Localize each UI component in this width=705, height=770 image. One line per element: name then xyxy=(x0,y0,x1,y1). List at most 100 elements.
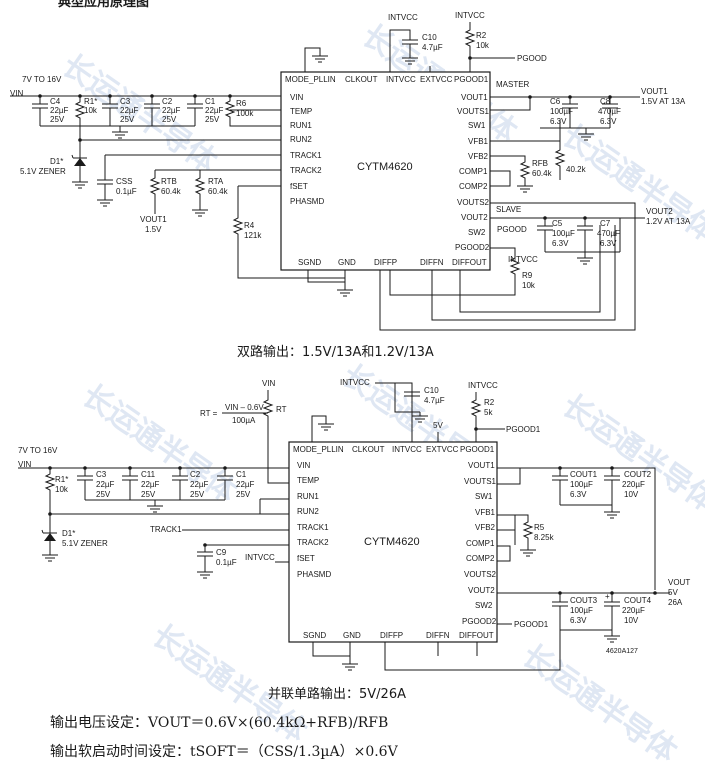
capacitor-c1: C1 22µF 25V xyxy=(187,96,224,126)
pin-label: EXTVCC xyxy=(420,75,453,84)
svg-text:1.5V AT 13A: 1.5V AT 13A xyxy=(641,97,686,106)
svg-text:5V: 5V xyxy=(668,588,678,597)
svg-text:220µF: 220µF xyxy=(622,606,645,615)
resistor-r1: R1* 10k xyxy=(74,96,98,150)
svg-text:C8: C8 xyxy=(600,97,611,106)
svg-text:25V: 25V xyxy=(141,490,156,499)
svg-text:C4: C4 xyxy=(50,97,61,106)
vout-formula: 输出电压设定：VOUT＝0.6V×(60.4kΩ+RFB)/RFB xyxy=(50,715,388,731)
resistor-r4-value: 121k xyxy=(244,231,262,240)
pgood-network-1: INTVCC R2 10k PGOOD xyxy=(455,11,547,72)
input-network-1: 7V TO 16V VIN C4 22µF 25V R1* 10k xyxy=(10,75,345,279)
svg-text:VIN – 0.6V: VIN – 0.6V xyxy=(225,403,264,412)
svg-text:R2: R2 xyxy=(476,31,487,40)
svg-text:COUT1: COUT1 xyxy=(570,470,598,479)
svg-text:100k: 100k xyxy=(236,109,254,118)
pin-label: VOUT1 xyxy=(468,461,495,470)
svg-text:VIN: VIN xyxy=(18,460,32,469)
svg-text:R2: R2 xyxy=(484,398,495,407)
svg-text:SLAVE: SLAVE xyxy=(496,205,521,214)
intvcc-network-1: INTVCC C10 4.7µF xyxy=(388,13,443,72)
chip-body xyxy=(280,71,491,271)
pin-label: VIN xyxy=(290,93,304,102)
svg-text:100µF: 100µF xyxy=(570,480,593,489)
svg-text:4620A127: 4620A127 xyxy=(606,648,638,655)
svg-text:6.3V: 6.3V xyxy=(600,239,617,248)
svg-text:PGOOD1: PGOOD1 xyxy=(514,620,549,629)
svg-text:22µF: 22µF xyxy=(190,480,209,489)
pin-label: DIFFP xyxy=(374,258,397,267)
svg-text:R5: R5 xyxy=(534,523,545,532)
svg-text:100µF: 100µF xyxy=(570,606,593,615)
pin-label: DIFFOUT xyxy=(459,631,494,640)
capacitor-c3: C3 22µF 25V xyxy=(102,96,139,126)
svg-text:C6: C6 xyxy=(550,97,561,106)
vout1-ref-value: 1.5V xyxy=(145,225,162,234)
pin-label: RUN2 xyxy=(297,507,319,516)
svg-text:26A: 26A xyxy=(668,598,683,607)
svg-text:CSS: CSS xyxy=(116,177,132,186)
svg-text:25V: 25V xyxy=(50,115,65,124)
svg-text:40.2k: 40.2k xyxy=(566,165,587,174)
capacitor-c9-ref: C9 xyxy=(216,548,227,557)
resistor-r1-ref: R1* xyxy=(55,475,68,484)
svg-text:5k: 5k xyxy=(484,408,493,417)
resistor-rta-value: 60.4k xyxy=(208,187,229,196)
svg-text:INTVCC: INTVCC xyxy=(340,378,370,387)
pin-label: INTVCC xyxy=(386,75,416,84)
svg-text:25V: 25V xyxy=(190,490,205,499)
pin-label: RUN1 xyxy=(297,492,319,501)
pin-label: COMP1 xyxy=(466,539,495,548)
pin-label: PGOOD2 xyxy=(455,243,490,252)
svg-text:VOUT1: VOUT1 xyxy=(641,87,668,96)
pin-label: GND xyxy=(338,258,356,267)
svg-text:10V: 10V xyxy=(624,490,639,499)
svg-text:C3: C3 xyxy=(96,470,107,479)
svg-text:100µA: 100µA xyxy=(232,416,256,425)
svg-text:1.2V AT 13A: 1.2V AT 13A xyxy=(646,217,691,226)
input-voltage-label: 7V TO 16V xyxy=(22,75,62,84)
svg-text:INTVCC: INTVCC xyxy=(508,255,538,264)
circuit-1: CYTM4620 MODE_PLLIN VIN TEMP RUN1 RUN2 T… xyxy=(10,11,691,360)
pin-label: COMP1 xyxy=(459,167,488,176)
pin-label: VIN xyxy=(297,461,311,470)
pin-label: SGND xyxy=(298,258,321,267)
capacitor-c4: C4 22µF 25V xyxy=(32,96,69,126)
svg-text:5.1V ZENER: 5.1V ZENER xyxy=(20,167,66,176)
svg-text:470µF: 470µF xyxy=(598,107,621,116)
capacitor-c9-value: 0.1µF xyxy=(216,558,237,567)
svg-text:100µF: 100µF xyxy=(552,229,575,238)
svg-text:COUT2: COUT2 xyxy=(624,470,652,479)
resistor-rtb-value: 60.4k xyxy=(161,187,182,196)
tsoft-formula: 输出软启动时间设定：tSOFT＝（CSS/1.3µA）×0.6V xyxy=(50,744,399,760)
svg-text:COUT3: COUT3 xyxy=(570,596,598,605)
svg-text:C10: C10 xyxy=(424,386,439,395)
svg-text:25V: 25V xyxy=(96,490,111,499)
pin-label: VFB1 xyxy=(475,508,496,517)
pin-label: SW2 xyxy=(475,601,493,610)
pin-label: COMP2 xyxy=(459,182,488,191)
svg-text:4.7µF: 4.7µF xyxy=(422,43,443,52)
chip-body xyxy=(288,441,498,643)
svg-text:VOUT2: VOUT2 xyxy=(646,207,673,216)
svg-text:C1: C1 xyxy=(236,470,247,479)
svg-text:25V: 25V xyxy=(120,115,135,124)
capacitor-c2: C2 22µF 25V xyxy=(144,96,181,126)
svg-text:RT: RT xyxy=(276,405,287,414)
svg-text:TRACK1: TRACK1 xyxy=(150,525,182,534)
pin-label: CLKOUT xyxy=(352,445,385,454)
pin-label: VOUTS1 xyxy=(457,107,490,116)
pin-label: TEMP xyxy=(290,107,312,116)
pin-label: PHASMD xyxy=(290,197,324,206)
svg-text:7V TO 16V: 7V TO 16V xyxy=(18,446,58,455)
pin-label: TRACK2 xyxy=(290,166,322,175)
circuit2-caption: 并联单路输出：5V/26A xyxy=(268,686,406,702)
svg-text:+: + xyxy=(605,592,610,601)
pin-label: EXTVCC xyxy=(426,445,459,454)
svg-text:60.4k: 60.4k xyxy=(532,169,553,178)
pin-label: TRACK2 xyxy=(297,538,329,547)
pin-label: TEMP xyxy=(297,476,319,485)
pin-label: PGOOD2 xyxy=(462,617,497,626)
svg-text:10k: 10k xyxy=(84,106,98,115)
resistor-rtb-ref: RTB xyxy=(161,177,177,186)
